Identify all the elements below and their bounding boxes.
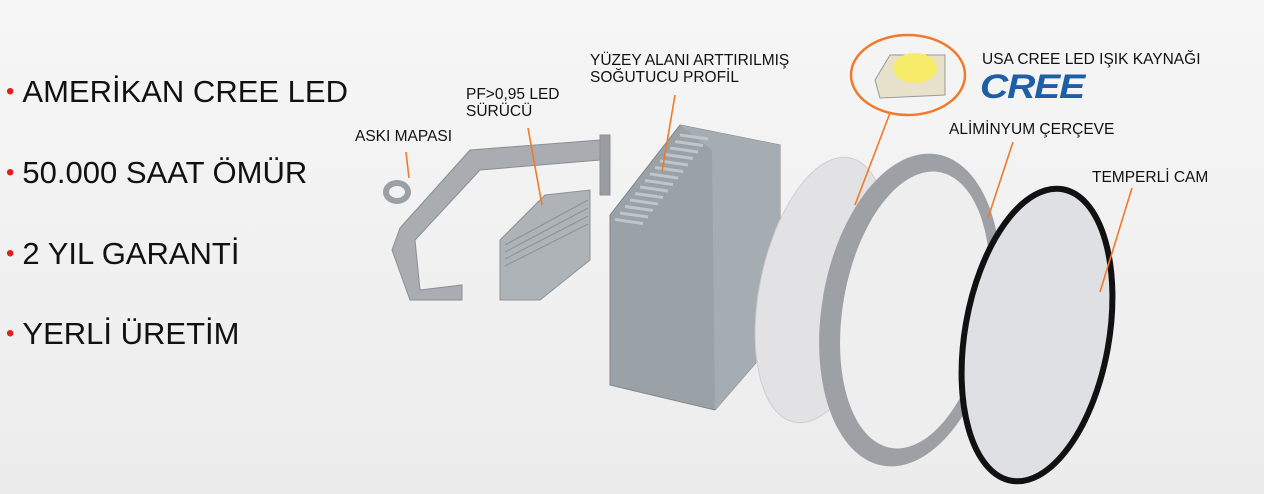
- cree-logo: CREE: [980, 68, 1085, 106]
- label-heatsink-line1: YÜZEY ALANI ARTTIRILMIŞ: [590, 52, 790, 69]
- heatsink-fin: [644, 179, 674, 186]
- heatsink-fin: [664, 153, 694, 160]
- label-driver-line1: PF>0,95 LED: [466, 86, 560, 103]
- heatsink-fin: [669, 146, 699, 154]
- feature-cree-led: •AMERİKAN CREE LED: [6, 74, 348, 109]
- led-chip-callout: [849, 33, 967, 117]
- label-led-source: USA CREE LED IŞIK KAYNAĞI: [982, 51, 1201, 68]
- aluminium-frame: [819, 153, 1001, 467]
- tempered-glass: [958, 185, 1116, 485]
- heatsink-fin: [629, 198, 659, 206]
- led-driver: [499, 189, 591, 301]
- feature-local-production: •YERLİ ÜRETİM: [6, 316, 240, 351]
- feature-lifetime: •50.000 SAAT ÖMÜR: [6, 155, 308, 190]
- feature-warranty: •2 YIL GARANTİ: [6, 236, 240, 271]
- heatsink-fin: [654, 166, 684, 173]
- heatsink-fin: [649, 172, 679, 180]
- label-glass: TEMPERLİ CAM: [1092, 169, 1209, 186]
- heatsink-profile: [609, 124, 781, 411]
- heatsink-fin: [674, 140, 704, 147]
- hanger-bracket: [391, 134, 611, 301]
- heatsink-fin: [614, 218, 644, 225]
- label-hanger: ASKI MAPASI: [355, 128, 453, 145]
- heatsink-fin: [634, 192, 664, 199]
- eye-bolt: [383, 180, 411, 204]
- heatsink-fin: [624, 205, 654, 212]
- heatsink-fin: [639, 185, 669, 193]
- label-heatsink-line2: SOĞUTUCU PROFİL: [590, 69, 739, 86]
- heatsink-fin: [659, 159, 689, 167]
- label-driver-line2: SÜRÜCÜ: [466, 103, 533, 120]
- callout-lines: [405, 94, 1133, 293]
- heatsink-fin: [679, 133, 709, 141]
- label-frame: ALİMİNYUM ÇERÇEVE: [949, 121, 1115, 138]
- heatsink-fin: [619, 211, 649, 219]
